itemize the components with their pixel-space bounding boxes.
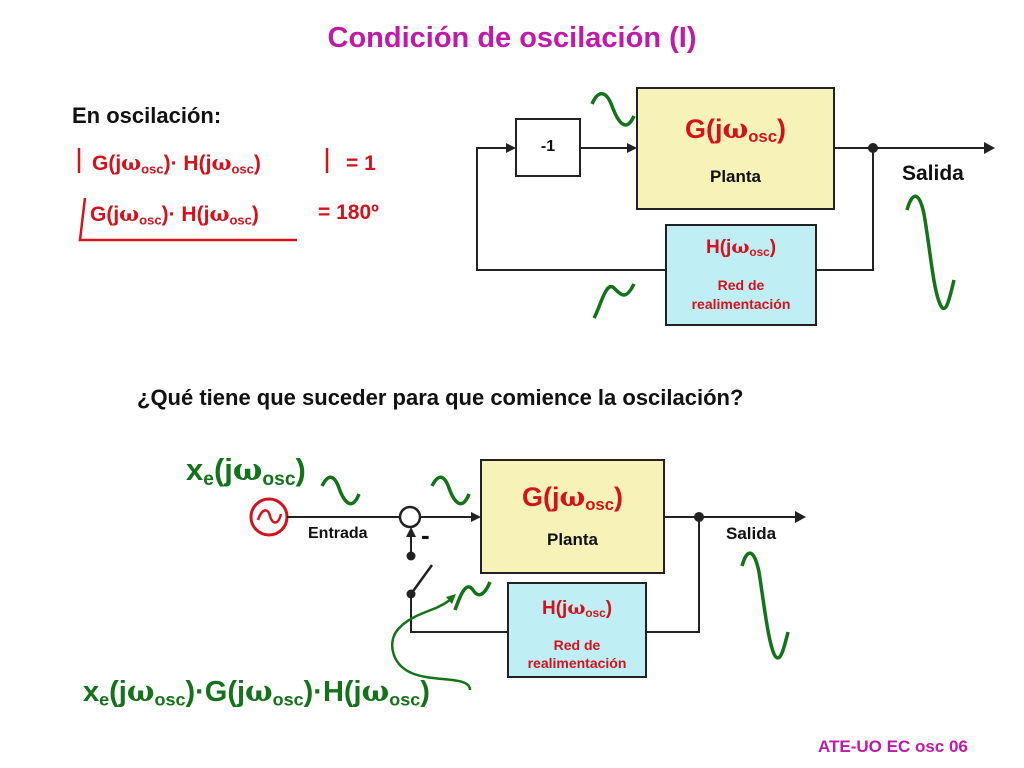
footer-label: ATE-UO EC osc 06 (818, 737, 968, 756)
arrow-into-plant-1 (627, 143, 637, 153)
feedback-transfer-2: H(jωosc) (541, 597, 613, 620)
feedback-box-2 (507, 582, 647, 678)
feedback-transfer-1: H(jωosc) (705, 236, 777, 259)
page-title: Condición de oscilación (I) (327, 22, 697, 54)
plant-transfer-2: G(jωosc) (521, 482, 624, 515)
arrow-into-inverter (506, 143, 516, 153)
plant-label-1: Planta (709, 167, 762, 186)
feedback-box-1 (665, 224, 817, 326)
plant-box-1 (636, 87, 835, 210)
output-label-2: Salida (726, 524, 777, 543)
arrow-output-2 (795, 511, 806, 523)
inverter-label: -1 (540, 138, 556, 155)
magnitude-value: = 1 (346, 152, 376, 175)
input-signal-label: xe(jωosc) (186, 452, 306, 490)
summing-junction (398, 505, 422, 529)
wire-feedback-return-1 (476, 147, 666, 271)
loop-signal-label: xe(jωosc)·G(jωosc)·H(jωosc) (83, 674, 430, 710)
arrow-into-sum (406, 527, 416, 537)
feedback-label-1b: realimentación (691, 296, 791, 312)
arrow-into-plant-2 (471, 512, 481, 522)
loop-signal-connector (391, 597, 472, 691)
plant-transfer-1: G(jωosc) (684, 114, 787, 147)
feedback-label-2a: Red de (553, 637, 601, 653)
wave-icon-feedback-1 (592, 283, 636, 319)
phase-value: = 180º (318, 201, 379, 224)
ac-source-wave (256, 509, 283, 524)
wave-icon-feedback-2 (453, 581, 492, 611)
magnitude-expression: G(jωosc)· H(jωosc) (92, 150, 261, 177)
minus-sign: - (421, 520, 430, 550)
question-text: ¿Qué tiene que suceder para que comience… (137, 385, 744, 410)
wire-feedback-return-2 (410, 596, 508, 633)
input-label: Entrada (308, 525, 368, 542)
switch-blade (409, 564, 434, 595)
wave-icon-output-2 (740, 551, 790, 660)
output-label-1: Salida (902, 162, 964, 185)
condition-heading: En oscilación: (72, 103, 222, 128)
wire-to-feedback-1 (816, 148, 874, 271)
plant-box-2 (480, 459, 665, 574)
wire-to-feedback-2 (646, 517, 700, 633)
plant-label-2: Planta (546, 530, 599, 549)
arrow-output-1 (984, 142, 995, 154)
feedback-label-2b: realimentación (527, 655, 627, 671)
wave-icon-output-1 (905, 194, 956, 311)
phase-expression: G(jωosc)· H(jωosc) (90, 201, 259, 228)
loop-signal-arrow (446, 594, 456, 604)
wave-icon-input (320, 475, 361, 506)
wave-icon-inverted-1 (590, 92, 636, 127)
wave-icon-plant-input (430, 475, 471, 506)
feedback-label-1a: Red de (717, 277, 765, 293)
angle-symbol (78, 197, 297, 242)
